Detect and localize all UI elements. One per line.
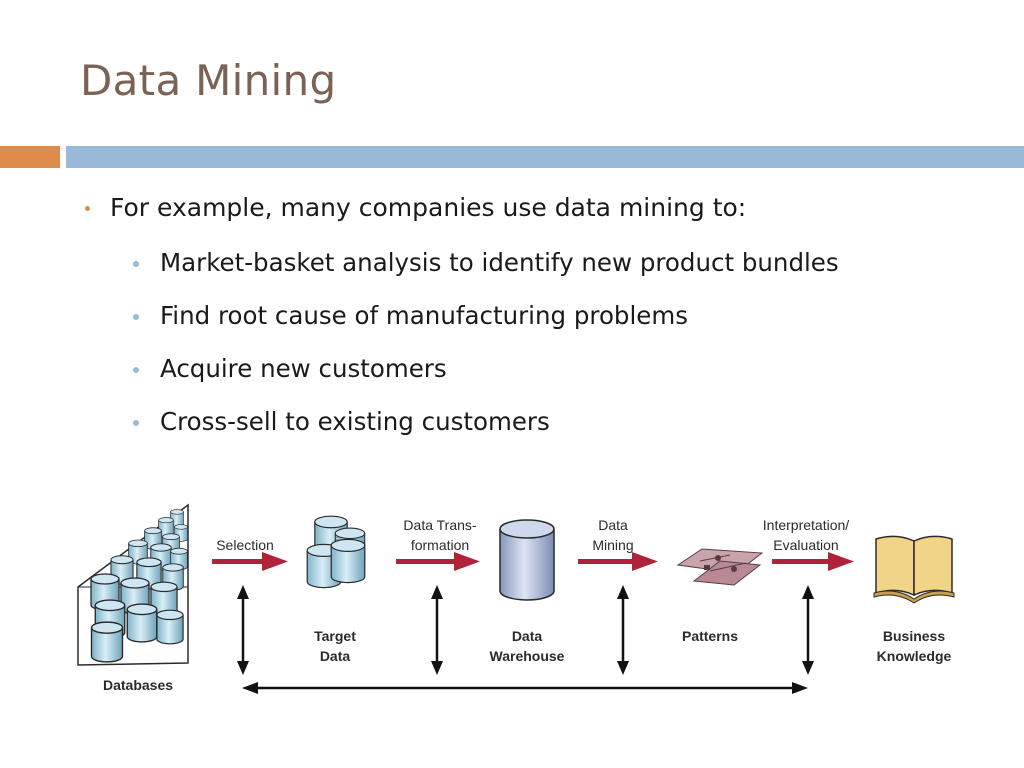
book-icon — [873, 535, 955, 604]
accent-bar-orange — [0, 146, 60, 168]
double-arrow-icon — [237, 585, 249, 675]
slide-title: Data Mining — [80, 56, 337, 105]
bullet-list: For example, many companies use data min… — [80, 188, 839, 440]
patterns-icon — [676, 548, 764, 586]
stage-label-business-knowledge-line2: Knowledge — [877, 648, 952, 664]
right-arrow-icon — [578, 552, 658, 571]
sub-bullet-text: Cross-sell to existing customers — [160, 407, 550, 436]
right-arrow-icon — [396, 552, 480, 571]
stage-label-target-data-line2: Data — [320, 648, 351, 664]
bullet-text: For example, many companies use data min… — [110, 193, 747, 222]
bullet-dot-icon — [85, 206, 90, 211]
accent-bar-blue — [66, 146, 1024, 168]
double-arrow-icon — [617, 585, 629, 675]
sub-bullet-item: Cross-sell to existing customers — [80, 404, 839, 440]
double-arrow-icon — [802, 585, 814, 675]
sub-bullet-item: Market-basket analysis to identify new p… — [80, 245, 839, 281]
sub-bullet-text: Market-basket analysis to identify new p… — [160, 248, 839, 277]
databases-stack-icon — [77, 503, 189, 666]
stage-label-databases: Databases — [103, 677, 173, 693]
sub-bullet-text: Find root cause of manufacturing problem… — [160, 301, 688, 330]
right-arrow-icon — [772, 552, 854, 571]
step-label-transformation-line2: formation — [411, 537, 469, 553]
sub-bullet-item: Find root cause of manufacturing problem… — [80, 298, 839, 334]
step-label-transformation-line1: Data Trans- — [403, 517, 476, 533]
step-label-mining-line1: Data — [598, 517, 628, 533]
kdd-process-diagram: Databases Selection Target Data Data Tra… — [77, 503, 955, 694]
stage-label-business-knowledge-line1: Business — [883, 628, 945, 644]
bullet-dot-icon — [133, 367, 139, 373]
step-label-mining-line2: Mining — [592, 537, 633, 553]
stage-label-data-warehouse-line1: Data — [512, 628, 543, 644]
stage-label-data-warehouse-line2: Warehouse — [490, 648, 565, 664]
stage-label-patterns: Patterns — [682, 628, 738, 644]
bullet-dot-icon — [133, 261, 139, 267]
bullet-dot-icon — [133, 420, 139, 426]
feedback-double-arrow-icon — [242, 682, 808, 694]
data-warehouse-cylinder-icon — [499, 519, 555, 601]
bullet-item: For example, many companies use data min… — [80, 188, 839, 228]
stage-label-target-data-line1: Target — [314, 628, 356, 644]
step-label-interpretation-line2: Evaluation — [773, 537, 838, 553]
step-label-selection: Selection — [216, 537, 274, 553]
step-label-interpretation-line1: Interpretation/ — [763, 517, 849, 533]
bullet-dot-icon — [133, 314, 139, 320]
target-data-cylinders-icon — [306, 515, 366, 589]
double-arrow-icon — [431, 585, 443, 675]
sub-bullet-text: Acquire new customers — [160, 354, 447, 383]
sub-bullet-item: Acquire new customers — [80, 351, 839, 387]
right-arrow-icon — [212, 552, 288, 571]
